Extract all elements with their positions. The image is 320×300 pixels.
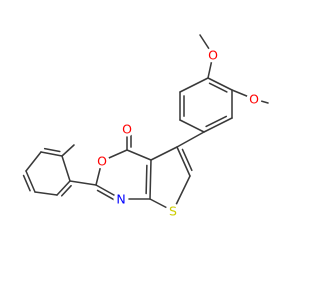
bond-c4a-c4 <box>126 149 152 161</box>
bond-t6-ch3_tolyl <box>61 144 75 157</box>
atom-background-o_right <box>246 91 262 107</box>
double-bond-t5-t6 <box>43 147 61 153</box>
atom-label-o_top: O <box>208 48 218 63</box>
bond-t4-t5 <box>25 151 42 172</box>
atom-label-n_ring: N <box>116 192 125 207</box>
atom-background-o_ring <box>94 153 110 169</box>
double-bond-t1-t2 <box>60 184 72 197</box>
molecule-structure: O O O O N S <box>22 34 269 219</box>
atom-background-o_top <box>205 47 221 63</box>
atom-label-layer: O O O O N S <box>94 47 262 219</box>
bond-layer <box>22 34 269 212</box>
bond-c2-t1 <box>69 180 97 186</box>
atom-label-s_ring: S <box>169 204 177 219</box>
atom-label-o_ring: O <box>97 154 107 169</box>
double-bond-a3-a4 <box>205 115 228 128</box>
atom-background-n_ring <box>113 191 129 207</box>
bond-t6-t1 <box>61 155 71 182</box>
atom-background-o_carbonyl <box>119 121 135 137</box>
atom-label-o_right: O <box>249 92 259 107</box>
double-bond-c7a-c4a <box>145 164 148 195</box>
bond-c7a-c4a <box>149 159 152 200</box>
bond-a6-a1 <box>179 77 209 93</box>
atom-background-s_ring <box>165 203 181 219</box>
bond-c5-c6 <box>176 146 191 177</box>
double-bond-t3-t4 <box>22 174 31 192</box>
bond-a3-a4 <box>203 117 233 133</box>
double-bond-a1-a2 <box>208 82 228 93</box>
bond-a4-a5 <box>179 119 205 133</box>
double-bond-c2-n3 <box>96 189 117 202</box>
bond-t5-t6 <box>40 151 63 157</box>
bond-t1-t2 <box>56 180 71 196</box>
bond-t3-t4 <box>25 170 36 193</box>
atom-label-o_carbonyl: O <box>122 122 132 137</box>
bond-t2-t3 <box>34 191 58 196</box>
bond-a1-a2 <box>207 77 233 91</box>
bond-a4-c5 <box>176 131 205 148</box>
double-bond-c5-c6 <box>181 148 193 172</box>
bond-c5-c4a <box>150 146 178 161</box>
